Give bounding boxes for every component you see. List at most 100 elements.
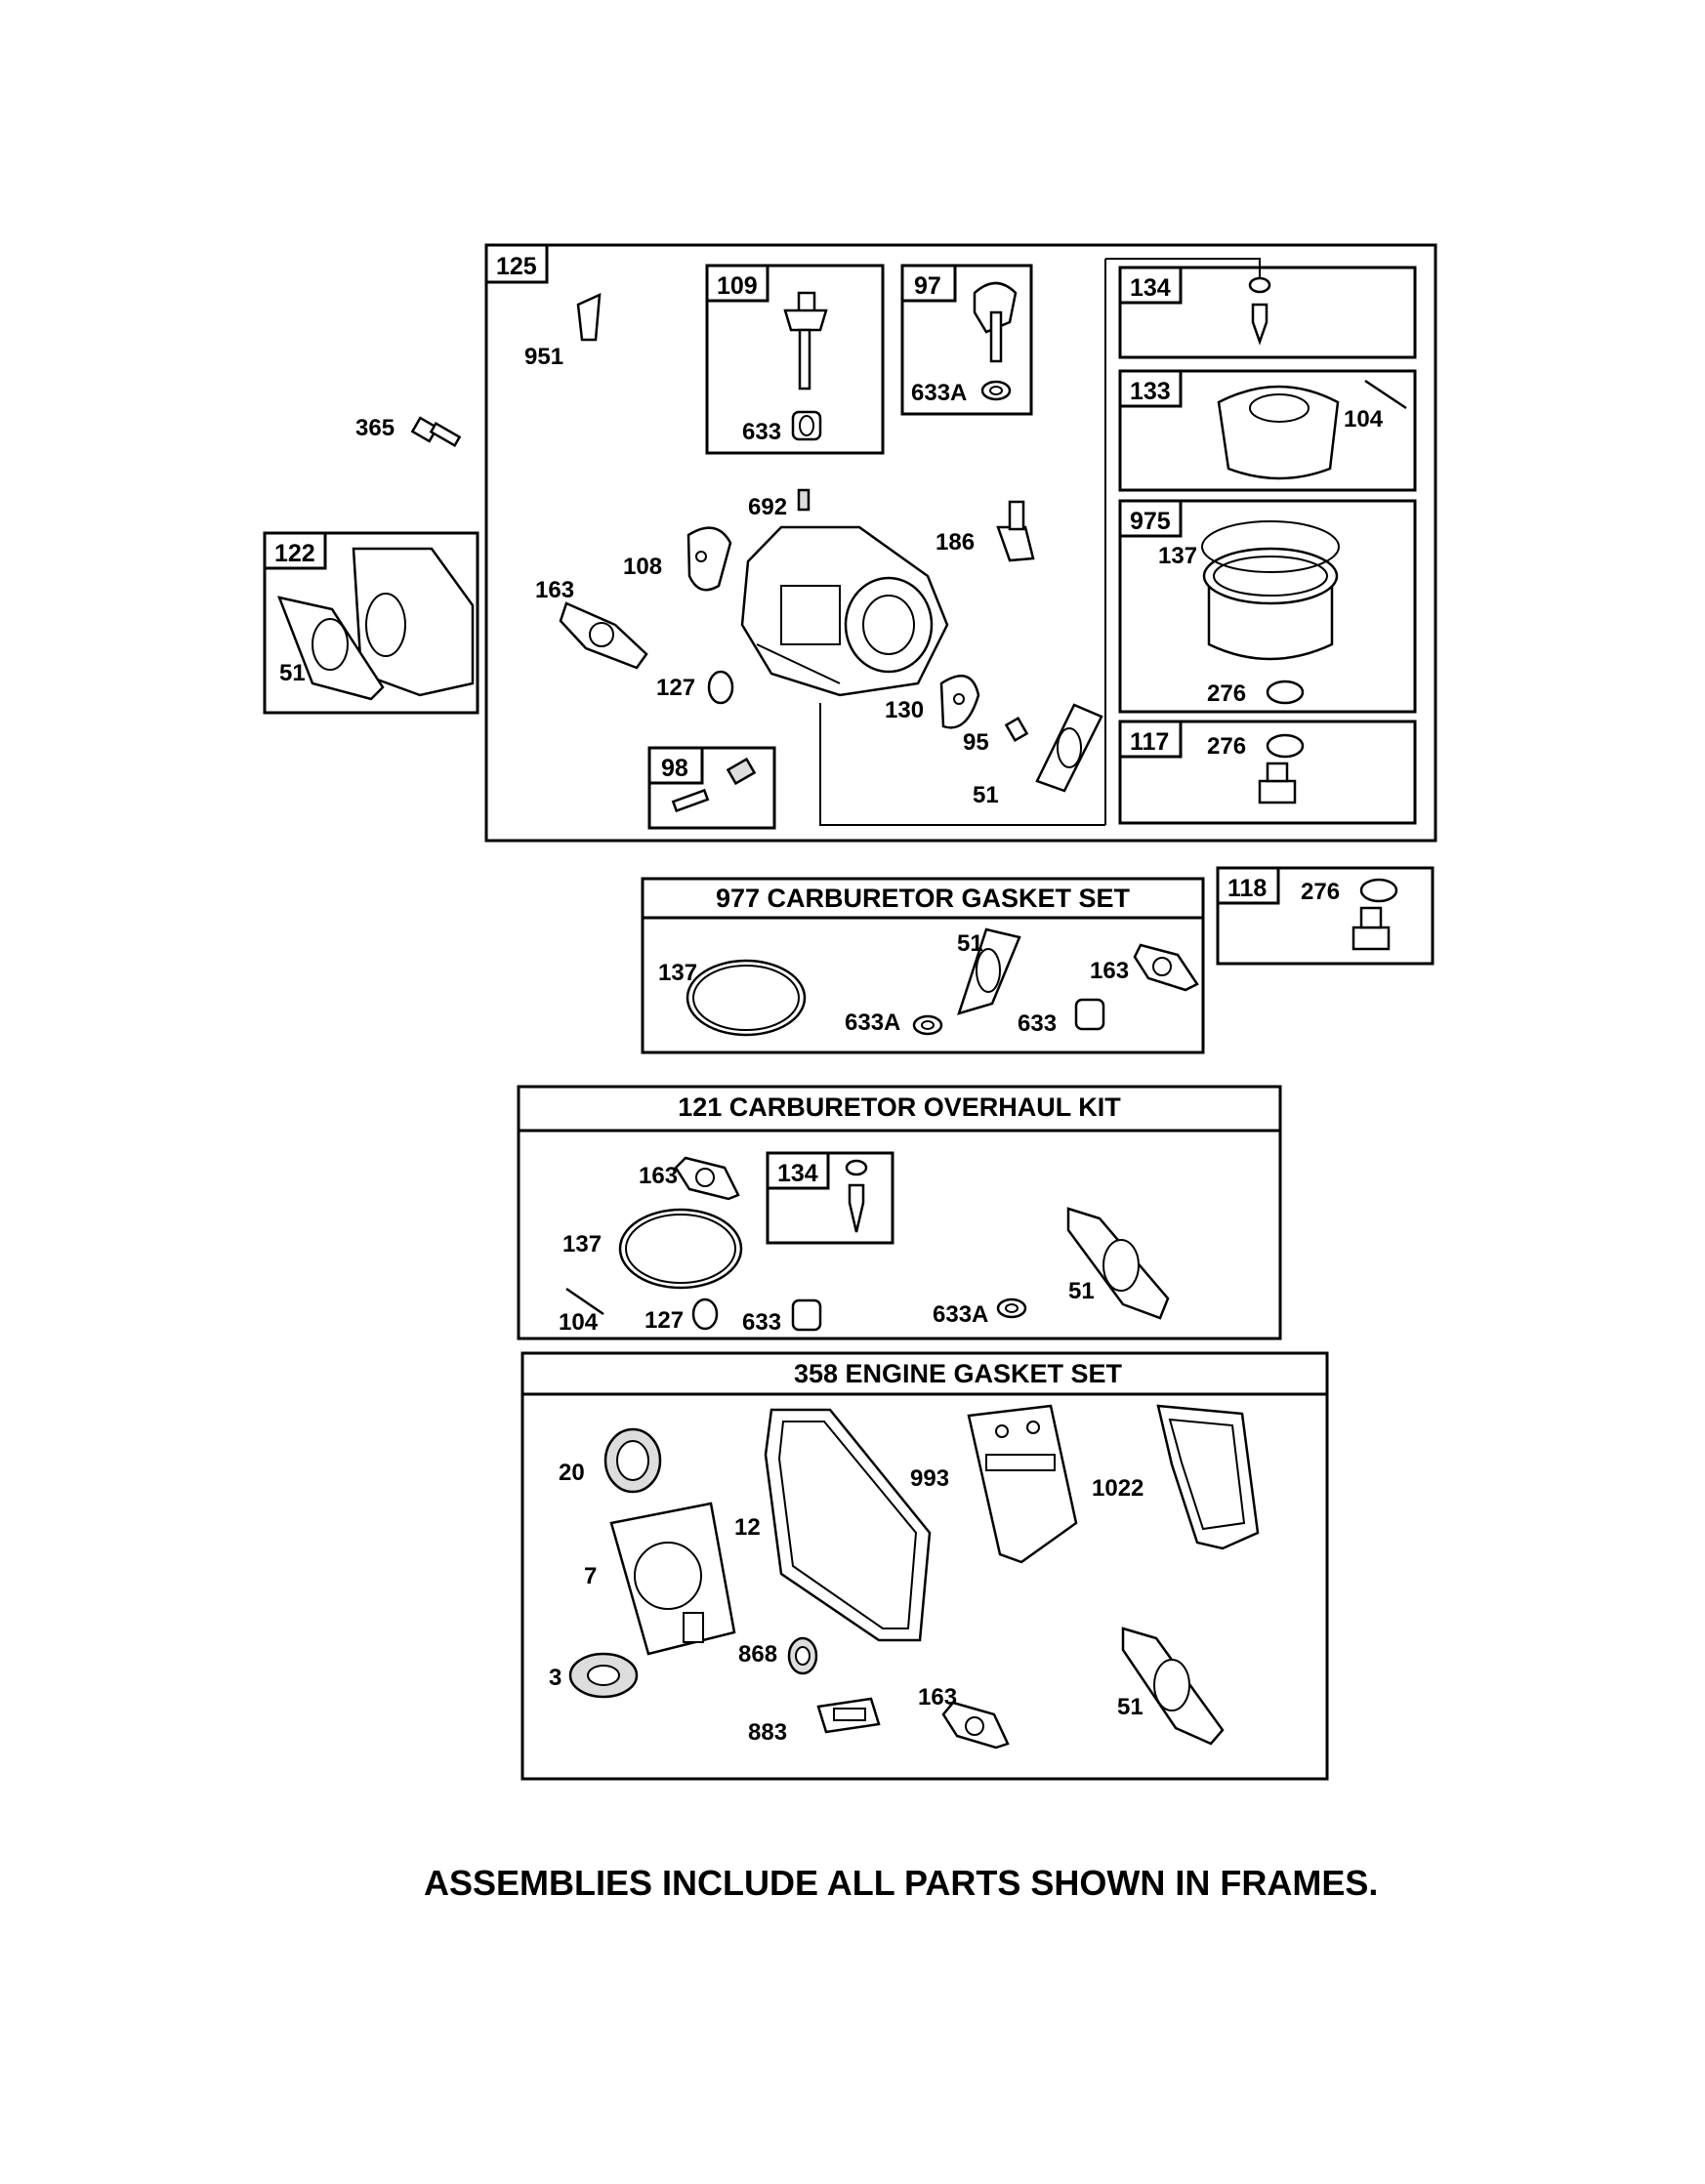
label-20: 20 [559, 1460, 585, 1486]
gasket-12-part [764, 1408, 932, 1642]
frame-133: 133 104 [1118, 369, 1417, 492]
label-633A: 633A [911, 380, 967, 406]
label-51: 51 [957, 930, 983, 957]
label-104: 104 [559, 1309, 599, 1336]
label-12: 12 [734, 1514, 761, 1541]
label-51: 51 [279, 660, 306, 686]
part-692: 692 [748, 488, 811, 520]
frame-358-engine-gasket-set: 358 ENGINE GASKET SET 20 12 993 1022 [520, 1351, 1329, 1781]
part-130: 130 [885, 675, 980, 729]
label-130: 130 [885, 697, 924, 723]
label-186: 186 [936, 529, 975, 556]
label-163: 163 [918, 1684, 957, 1710]
label-633: 633 [1018, 1010, 1057, 1037]
washer-276-part [1266, 733, 1305, 759]
title-121: 121 CARBURETOR OVERHAUL KIT [678, 1092, 1121, 1122]
label-137: 137 [658, 960, 697, 986]
label-104: 104 [1344, 406, 1384, 433]
bowl-nut-part [1352, 906, 1391, 951]
gasket-163-part [941, 1701, 1010, 1750]
label-993: 993 [910, 1465, 949, 1492]
label-975: 975 [1130, 508, 1171, 535]
label-1022: 1022 [1092, 1475, 1144, 1502]
gasket-1022-part [1156, 1404, 1260, 1550]
float-part [1217, 385, 1340, 480]
label-137: 137 [562, 1231, 602, 1257]
intake-spacer-part [352, 547, 475, 697]
label-276: 276 [1301, 879, 1340, 905]
title-977: 977 CARBURETOR GASKET SET [716, 884, 1131, 913]
washer-276-part [1359, 878, 1398, 903]
label-127: 127 [645, 1307, 684, 1334]
choke-shaft-part [783, 291, 828, 391]
label-633A: 633A [845, 1010, 900, 1036]
seal-633A-part [980, 380, 1012, 401]
float-pin-part [565, 1287, 604, 1316]
throttle-shaft-part [973, 281, 1018, 363]
label-276: 276 [1207, 733, 1246, 760]
label-951: 951 [524, 344, 563, 370]
part-365: 365 [355, 415, 462, 448]
label-95: 95 [963, 729, 989, 756]
label-365: 365 [355, 415, 395, 441]
seal-633-part [791, 1298, 822, 1332]
frame-134-top: 134 [1118, 266, 1417, 359]
gasket-883-part [816, 1697, 881, 1734]
label-109: 109 [717, 272, 758, 300]
seal-3-part [568, 1652, 639, 1699]
label-137: 137 [1158, 543, 1197, 569]
label-163: 163 [639, 1163, 678, 1189]
oring-137-part [686, 959, 807, 1037]
label-163: 163 [1090, 958, 1129, 984]
frame-109: 109 633 [705, 264, 885, 455]
label-633A: 633A [933, 1301, 988, 1328]
label-276: 276 [1207, 680, 1246, 707]
washer-276-part [1266, 680, 1305, 705]
gasket-163-part [1133, 943, 1199, 992]
frame-975: 975 137 276 [1118, 499, 1417, 714]
gasket-51-part [957, 927, 1021, 1015]
label-108: 108 [623, 554, 662, 580]
label-868: 868 [738, 1641, 777, 1668]
label-97: 97 [914, 272, 941, 300]
frame-121-overhaul-kit: 121 CARBURETOR OVERHAUL KIT 163 134 137 … [517, 1085, 1282, 1340]
frame-977-gasket-set: 977 CARBURETOR GASKET SET 137 51 163 633… [641, 877, 1205, 1054]
label-163: 163 [535, 577, 574, 603]
label-122: 122 [274, 540, 315, 567]
idle-screw-part [671, 757, 757, 813]
inlet-needle-part [1248, 276, 1271, 346]
inlet-needle-part [845, 1159, 868, 1176]
title-358: 358 ENGINE GASKET SET [794, 1359, 1123, 1388]
frame-117: 117 276 [1118, 720, 1417, 825]
head-gasket-7-part [609, 1502, 736, 1656]
gasket-51-part [276, 596, 385, 701]
plug-127-part [691, 1298, 719, 1331]
label-133: 133 [1130, 378, 1171, 405]
part-951: 951 [524, 292, 602, 370]
label-118: 118 [1227, 875, 1267, 902]
seal-633-part [791, 410, 822, 441]
label-98: 98 [661, 755, 688, 782]
frame-134-kit [766, 1151, 894, 1245]
part-186: 186 [936, 500, 1035, 562]
label-633: 633 [742, 1309, 781, 1336]
label-51: 51 [1117, 1694, 1144, 1720]
frame-125: 125 [484, 243, 1437, 843]
frame-122: 122 51 [263, 531, 479, 715]
label-127: 127 [656, 675, 695, 701]
carburetor-body [740, 525, 949, 697]
leader-134 [1105, 258, 1261, 283]
label-3: 3 [549, 1665, 561, 1691]
part-95: 95 [963, 716, 1029, 756]
label-633: 633 [742, 419, 781, 445]
label-51: 51 [1068, 1278, 1095, 1304]
part-163a: 163 [535, 577, 648, 670]
label-125: 125 [496, 253, 537, 280]
label-117: 117 [1130, 728, 1169, 756]
float-bowl-part [1201, 520, 1340, 661]
frame-98: 98 [647, 746, 776, 830]
seal-20-part [603, 1427, 662, 1494]
seal-868-part [787, 1636, 818, 1675]
label-51: 51 [973, 782, 999, 808]
